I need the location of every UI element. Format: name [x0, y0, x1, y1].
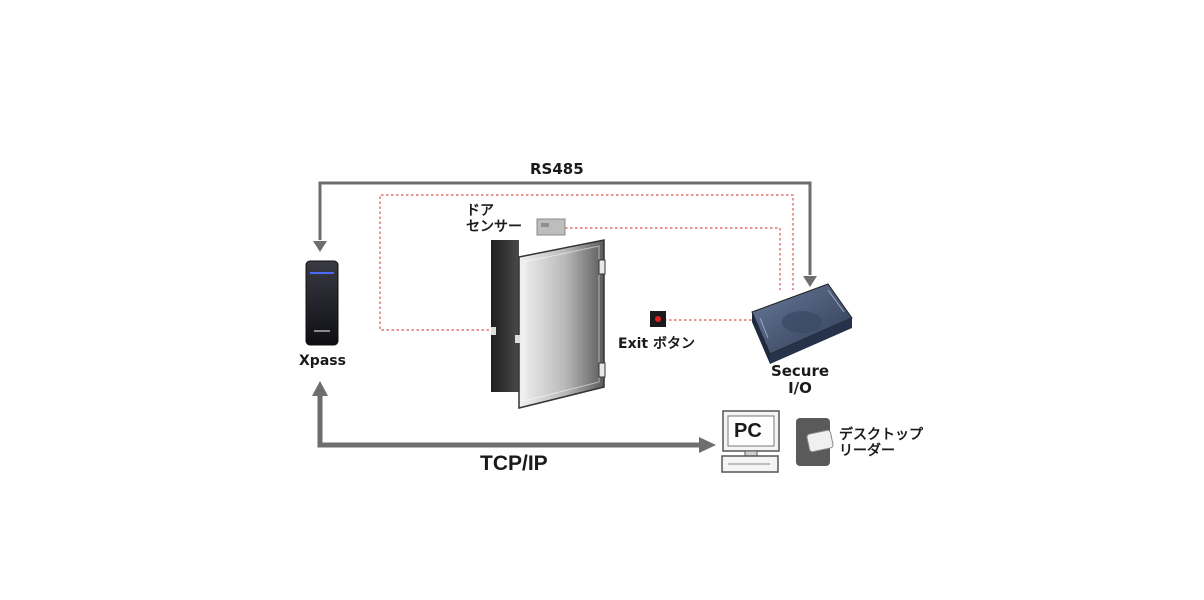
desktop-reader: [796, 418, 834, 466]
tcpip-connection: [317, 394, 700, 448]
rs485-arrowhead-secure-io: [803, 276, 817, 287]
tcpip-label: TCP/IP: [480, 452, 548, 475]
door-sensor: [536, 218, 566, 236]
rs485-label: RS485: [530, 160, 584, 178]
exit-button: [650, 311, 666, 327]
desktop-reader-label-line1: デスクトップ: [839, 427, 923, 443]
desktop-reader-label: デスクトップ リーダー: [839, 427, 923, 459]
pc-computer: [721, 410, 780, 473]
desktop-reader-label-line2: リーダー: [839, 443, 895, 460]
secure-io-device: [751, 283, 853, 364]
door-sensor-label-line2: センサー: [466, 219, 522, 236]
door-sensor-label-line1: ドア: [466, 203, 494, 219]
xpass-reader: [305, 260, 339, 346]
tcpip-arrowhead-xpass: [312, 381, 328, 396]
secure-io-label-line2: I/O: [788, 379, 812, 398]
rs485-arrowhead-xpass: [313, 241, 327, 252]
wiring-dotted: [379, 194, 794, 331]
secure-io-label: Secure I/O: [770, 362, 830, 398]
pc-label: PC: [734, 420, 762, 442]
tcpip-arrowhead-pc: [699, 437, 716, 453]
rs485-connection: [318, 181, 812, 275]
secure-io-label-line1: Secure: [770, 362, 830, 380]
door: [491, 239, 606, 409]
door-sensor-label: ドア センサー: [466, 203, 522, 235]
exit-button-label: Exit ボタン: [618, 336, 695, 352]
xpass-label: Xpass: [299, 353, 346, 369]
